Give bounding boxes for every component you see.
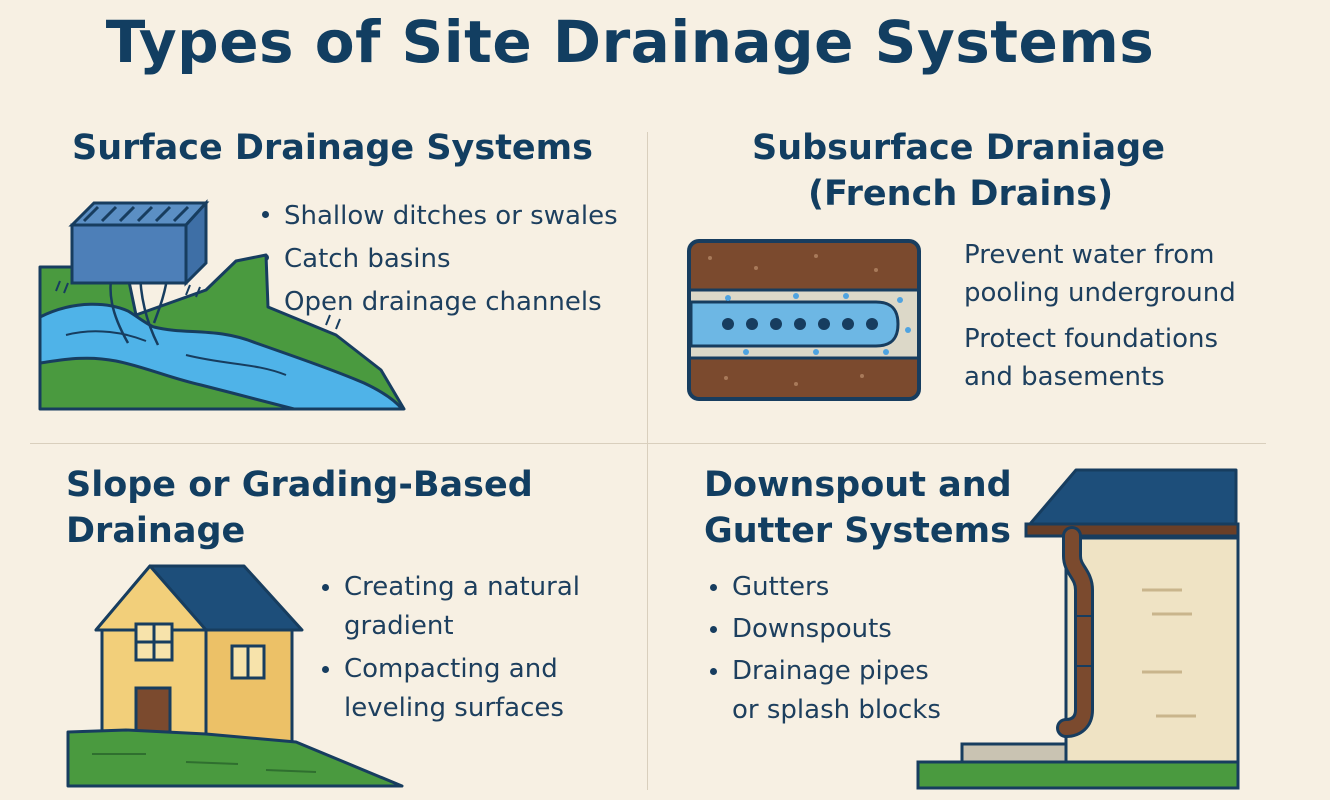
surface-drainage-heading: Surface Drainage Systems	[72, 128, 593, 168]
subsurface-point-1: Prevent water from pooling underground	[964, 240, 1236, 308]
gutter-drainage-list: Gutters Downspouts Drainage pipes or spl…	[706, 568, 941, 730]
list-item: Gutters	[706, 568, 941, 607]
list-item: Catch basins	[258, 238, 618, 281]
list-item: Shallow ditches or swales	[258, 195, 618, 238]
gutter-drainage-heading-line1: Downspout and	[704, 465, 1012, 505]
list-item: Open drainage channels	[258, 281, 618, 324]
surface-drainage-list: Shallow ditches or swales Catch basins O…	[258, 195, 618, 324]
slope-drainage-heading-line2: Drainage	[66, 511, 246, 551]
list-item: Compacting and leveling surfaces	[318, 650, 580, 728]
gutter-drainage-heading-line2: Gutter Systems	[704, 511, 1011, 551]
horizontal-divider	[30, 443, 1266, 444]
vertical-divider	[647, 132, 648, 790]
subsurface-point-2: Protect foundations and basements	[964, 324, 1218, 392]
house-on-slope-icon	[66, 564, 404, 788]
french-drain-cross-section-icon	[687, 239, 921, 401]
list-item: Drainage pipes or splash blocks	[706, 652, 941, 730]
page-title: Types of Site Drainage Systems	[105, 8, 1155, 76]
list-item: Downspouts	[706, 610, 941, 649]
gutter-downspout-icon	[916, 468, 1240, 790]
catch-basin-stream-icon	[38, 199, 406, 411]
slope-drainage-list: Creating a natural gradient Compacting a…	[318, 568, 580, 728]
list-item: Creating a natural gradient	[318, 568, 580, 646]
subsurface-drainage-heading-line2: (French Drains)	[808, 174, 1114, 214]
subsurface-drainage-heading-line1: Subsurface Draniage	[752, 128, 1165, 168]
slope-drainage-heading-line1: Slope or Grading-Based	[66, 465, 533, 505]
